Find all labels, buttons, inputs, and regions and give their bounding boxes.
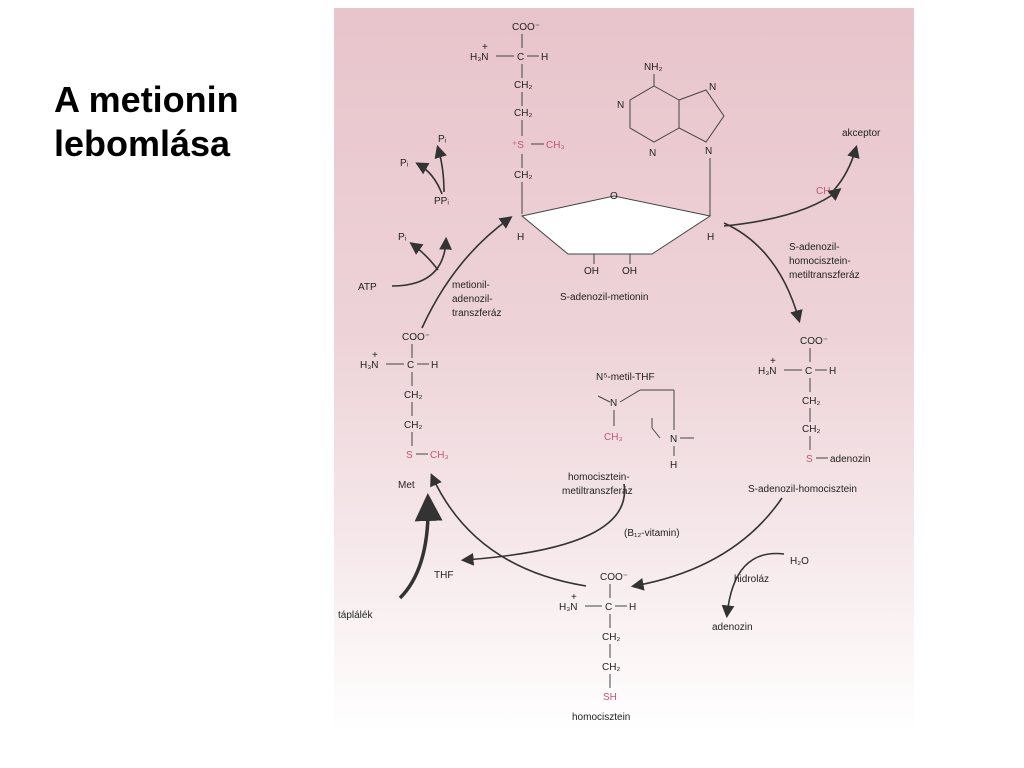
slide-title-line-2: lebomlása xyxy=(54,123,231,164)
sam-h: H xyxy=(541,52,548,63)
sam-h3n: H₃N xyxy=(470,52,489,63)
sam-ribose-h-right: H xyxy=(707,232,714,243)
sah-adenozin-group: adenozin xyxy=(830,454,871,465)
hcy-ch2-2: CH₂ xyxy=(602,662,620,673)
hcy-coo: COO⁻ xyxy=(600,572,628,583)
hcy-h: H xyxy=(629,602,636,613)
sam-ch2-3: CH₂ xyxy=(514,170,532,181)
sah-s: S xyxy=(806,454,813,465)
met-ch2-1: CH₂ xyxy=(404,390,422,401)
slide-title-line-1: A metionin xyxy=(54,79,239,120)
mat-label-2: adenozil- xyxy=(452,294,493,305)
methyl-thf-n-1: N xyxy=(610,398,617,409)
sah-ch2-2: CH₂ xyxy=(802,424,820,435)
met-coo: COO⁻ xyxy=(402,332,430,343)
ribose-oh-1: OH xyxy=(584,266,599,277)
adenine-n-1: N xyxy=(617,100,624,111)
food-label: táplálék xyxy=(338,610,373,621)
atp-label: ATP xyxy=(358,282,377,293)
hcy-plus: + xyxy=(571,592,577,603)
sam-plus: + xyxy=(482,42,488,53)
methyl-thf-n-2: N xyxy=(670,434,677,445)
ribose-ring xyxy=(520,195,712,255)
sah-coo: COO⁻ xyxy=(800,336,828,347)
hcy-sh: SH xyxy=(603,692,617,703)
adenine-n-4: N xyxy=(705,146,712,157)
sam-ch2-2: CH₂ xyxy=(514,108,532,119)
pi-label-c: Pᵢ xyxy=(398,232,407,243)
met-label: Met xyxy=(398,480,415,491)
sam-structure: COO⁻ H₃N + C H CH₂ CH₂ ⁺S CH₃ CH₂ H O OH… xyxy=(470,22,725,303)
methionine-cycle-diagram: COO⁻ H₃N + C H CH₂ CH₂ ⁺S CH₃ CH₂ H O OH… xyxy=(338,22,881,723)
pi-label-a: Pᵢ xyxy=(400,158,409,169)
sam-s-plus: ⁺S xyxy=(512,140,524,151)
hcy-h3n: H₃N xyxy=(559,602,578,613)
methyl-thf-structure: N⁵-metil-THF N CH₃ N H xyxy=(596,372,694,471)
sah-plus: + xyxy=(770,356,776,367)
met-plus: + xyxy=(372,350,378,361)
sam-c: C xyxy=(517,52,524,63)
met-s: S xyxy=(406,450,413,461)
water-label: H₂O xyxy=(790,556,809,567)
mat-label-1: metionil- xyxy=(452,280,490,291)
adenosine-label: adenozin xyxy=(712,622,753,633)
homocysteine-structure: COO⁻ H₃N + C H CH₂ CH₂ SH homocisztein xyxy=(559,572,636,723)
sah-c: C xyxy=(805,366,812,377)
methyl-thf-ch3: CH₃ xyxy=(604,432,623,443)
met-h: H xyxy=(431,360,438,371)
met-c: C xyxy=(407,360,414,371)
cofactor-label: (B₁₂-vitamin) xyxy=(624,528,680,539)
sahmt-label-3: metiltranszferáz xyxy=(789,270,860,281)
sah-label: S-adenozil-homocisztein xyxy=(748,484,857,495)
sam-ch3: CH₃ xyxy=(546,140,565,151)
adenine-n-3: N xyxy=(709,82,716,93)
thf-label: THF xyxy=(434,570,453,581)
sah-structure: COO⁻ H₃N + C H CH₂ CH₂ S adenozin S-aden… xyxy=(748,336,871,495)
slide-title: A metionin lebomlása xyxy=(54,78,314,166)
methyl-thf-label: N⁵-metil-THF xyxy=(596,372,655,383)
adenine-nh2: NH₂ xyxy=(644,62,662,73)
pi-label-b: Pᵢ xyxy=(438,134,447,145)
met-ch3: CH₃ xyxy=(430,450,449,461)
pathway-figure: COO⁻ H₃N + C H CH₂ CH₂ ⁺S CH₃ CH₂ H O OH… xyxy=(334,8,914,732)
sah-ch2-1: CH₂ xyxy=(802,396,820,407)
sahmt-label-1: S-adenozil- xyxy=(789,242,840,253)
hydrolase-label: hidroláz xyxy=(734,574,769,585)
acceptor-label: akceptor xyxy=(842,128,881,139)
sahmt-label-2: homocisztein- xyxy=(789,256,851,267)
hcy-c: C xyxy=(605,602,612,613)
homocysteine-label: homocisztein xyxy=(572,712,630,723)
adenine-ring: NH₂ N N N N xyxy=(617,62,725,159)
sah-h: H xyxy=(829,366,836,377)
hmt-label-2: metiltranszferáz xyxy=(562,486,633,497)
sam-label: S-adenozil-metionin xyxy=(560,292,648,303)
hmt-label-1: homocisztein- xyxy=(568,472,630,483)
sam-ch2-1: CH₂ xyxy=(514,80,532,91)
ppi-label: PPᵢ xyxy=(434,196,449,207)
ribose-o: O xyxy=(610,191,618,202)
mat-label-3: transzferáz xyxy=(452,308,501,319)
sam-ribose-h-left: H xyxy=(517,232,524,243)
met-ch2-2: CH₂ xyxy=(404,420,422,431)
sah-h3n: H₃N xyxy=(758,366,777,377)
sam-coo: COO⁻ xyxy=(512,22,540,33)
adenine-n-2: N xyxy=(649,148,656,159)
methyl-thf-h: H xyxy=(670,460,677,471)
ribose-oh-2: OH xyxy=(622,266,637,277)
met-structure: COO⁻ H₃N + C H CH₂ CH₂ S CH₃ Met xyxy=(360,332,449,491)
met-h3n: H₃N xyxy=(360,360,379,371)
hcy-ch2-1: CH₂ xyxy=(602,632,620,643)
transferred-ch3: CH₃ xyxy=(816,186,835,197)
